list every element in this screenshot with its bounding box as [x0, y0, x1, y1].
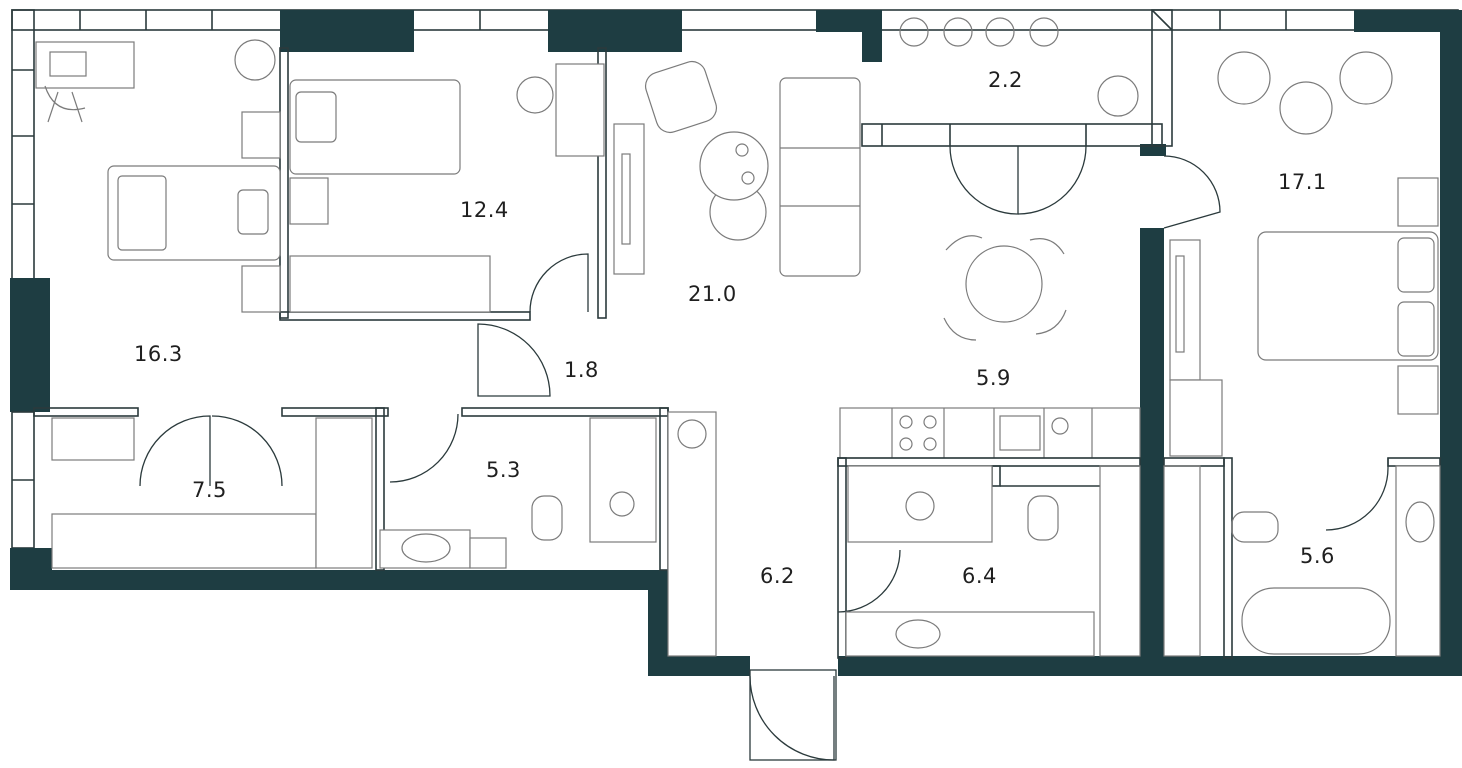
area-label-bedroom-master: 17.1: [1278, 170, 1327, 194]
bathroom-fixtures: [379, 411, 1441, 657]
master-bedroom-furniture: [1169, 51, 1439, 457]
wardrobe-furniture: [51, 417, 373, 569]
balcony-plants: [899, 17, 1139, 117]
area-label-balcony: 2.2: [988, 68, 1023, 92]
dining-furniture: [899, 235, 1069, 451]
area-label-hall: 6.2: [760, 564, 795, 588]
area-label-living: 21.0: [688, 282, 737, 306]
area-label-wardrobe: 7.5: [192, 478, 227, 502]
doors: [139, 145, 1389, 761]
area-label-bathroom-master: 5.6: [1300, 544, 1335, 568]
area-label-bathroom-left: 5.3: [486, 458, 521, 482]
area-label-corridor: 1.8: [564, 358, 599, 382]
area-label-kitchen: 5.9: [976, 366, 1011, 390]
exterior-walls: [10, 9, 1462, 676]
kids-room-furniture: [289, 63, 605, 313]
area-label-bedroom-kids: 12.4: [460, 198, 509, 222]
area-label-bathroom-center: 6.4: [962, 564, 997, 588]
left-bedroom-furniture: [35, 39, 281, 313]
living-room-furniture: [613, 60, 861, 277]
area-label-bedroom-left: 16.3: [134, 342, 183, 366]
